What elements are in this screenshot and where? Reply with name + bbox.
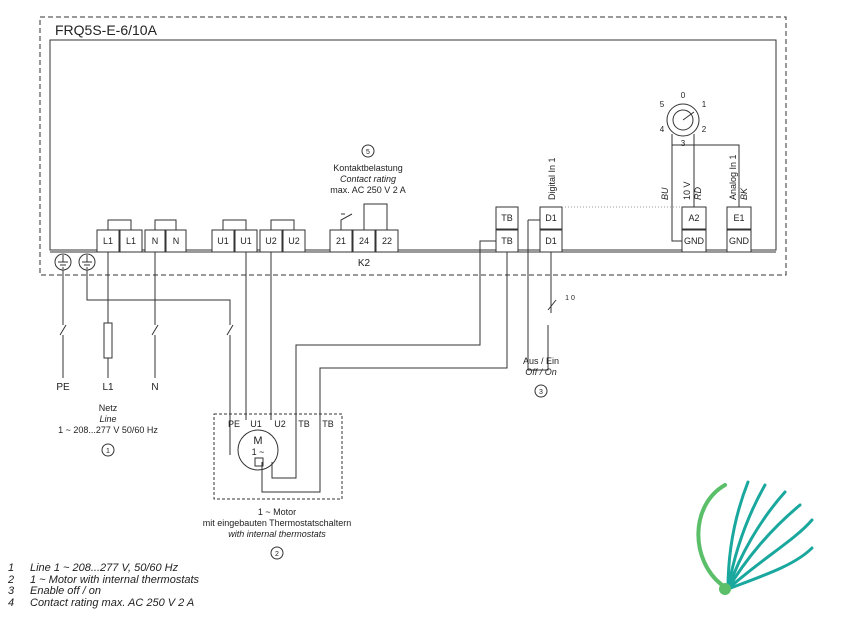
relay-contact — [340, 203, 388, 230]
supply-number: 1 — [106, 448, 110, 455]
jumper-u2 — [270, 219, 295, 230]
relay-number: 5 — [366, 149, 370, 156]
terminal-d1a — [539, 206, 563, 230]
motor-label-2: mit eingebauten Thermostatschaltern — [203, 518, 351, 528]
terminal-label-k21: 21 — [336, 236, 346, 246]
jumper-n — [154, 219, 177, 230]
terminal-label-tb2: TB — [501, 236, 513, 246]
label-digital-in: Digital In 1 — [547, 157, 557, 200]
fuse — [103, 322, 113, 359]
switch-number-circle — [534, 384, 548, 398]
terminal-label-k22: 22 — [382, 236, 392, 246]
motor-label-1: 1 ~ Motor — [258, 507, 296, 517]
label-10v: 10 V — [682, 181, 692, 200]
pot-pin-5: 5 — [660, 100, 665, 109]
potentiometer-dial — [666, 103, 700, 137]
terminal-label-na: N — [152, 236, 159, 246]
label-analog-in: Analog In 1 — [728, 154, 738, 200]
supply-netz: Netz — [99, 403, 118, 413]
wire-tb2-motor — [261, 252, 508, 493]
motor-pin-u1: U1 — [250, 419, 262, 429]
motor-label-3: with internal thermostats — [228, 529, 326, 539]
terminal-label-l1b: L1 — [126, 236, 136, 246]
switch-label-en: Off / On — [525, 367, 557, 377]
switch-number: 3 — [539, 389, 543, 396]
terminal-label-e1: E1 — [733, 213, 744, 223]
terminal-label-tb1: TB — [501, 213, 513, 223]
motor-pin-tb2: TB — [322, 419, 334, 429]
label-bk: BK — [739, 187, 749, 200]
terminal-label-gnd2: GND — [729, 236, 750, 246]
pot-wire-bk — [694, 144, 740, 207]
wire-tb1-motor — [271, 240, 496, 479]
jumper-l1 — [107, 219, 132, 230]
wire-pe-motor — [86, 270, 234, 455]
relay-number-circle — [361, 144, 375, 158]
motor-pin-pe: PE — [228, 419, 240, 429]
supply-line: Line — [99, 414, 116, 424]
pot-pin-1: 1 — [702, 100, 707, 109]
terminal-label-k24: 24 — [359, 236, 369, 246]
motor-m: M — [253, 435, 262, 447]
motor-pin-tb1: TB — [298, 419, 310, 429]
relay-label-rating: max. AC 250 V 2 A — [330, 185, 406, 195]
motor-enclosure — [213, 413, 343, 500]
motor-phase: 1 ~ — [252, 447, 265, 457]
terminal-tb1 — [495, 206, 519, 230]
switch-label-de: Aus / Ein — [523, 356, 559, 366]
terminal-label-a2: A2 — [688, 213, 699, 223]
terminal-label-u1a: U1 — [217, 236, 229, 246]
device-title: FRQ5S-E-6/10A — [55, 22, 158, 38]
pot-wire-bu — [671, 145, 682, 242]
supply-l1: L1 — [102, 382, 114, 393]
wire-pe — [59, 270, 67, 378]
terminal-label-d1b: D1 — [545, 236, 557, 246]
wire-d1-switch — [527, 219, 557, 371]
wire-n — [151, 252, 159, 378]
motor-thermostat — [254, 457, 264, 467]
terminal-label-u2b: U2 — [288, 236, 300, 246]
terminal-label-u1b: U1 — [240, 236, 252, 246]
pot-pin-0: 0 — [681, 91, 686, 100]
motor-pin-u2: U2 — [274, 419, 286, 429]
motor-number: 2 — [275, 551, 279, 558]
supply-n: N — [151, 382, 158, 393]
supply-number-circle — [101, 443, 115, 457]
relay-label-en: Contact rating — [340, 174, 396, 184]
inner-frame — [49, 39, 777, 251]
switch-contacts: 1 0 — [565, 295, 575, 302]
relay-name: K2 — [358, 258, 371, 269]
motor-symbol — [237, 429, 279, 471]
label-bu: BU — [660, 187, 670, 200]
terminal-label-l1a: L1 — [103, 236, 113, 246]
supply-pe: PE — [56, 382, 70, 393]
terminal-label-nb: N — [173, 236, 180, 246]
motor-number-circle — [270, 546, 284, 560]
label-rd: RD — [693, 187, 703, 200]
jumper-u1 — [222, 219, 247, 230]
pot-pin-2: 2 — [702, 125, 707, 134]
pot-pin-4: 4 — [660, 125, 665, 134]
supply-range: 1 ~ 208...277 V 50/60 Hz — [58, 425, 158, 435]
terminal-label-d1a: D1 — [545, 213, 557, 223]
enclosure-outline — [39, 16, 787, 276]
pot-pin-3: 3 — [681, 139, 686, 148]
relay-label-de: Kontaktbelastung — [333, 163, 403, 173]
brand-logo — [696, 480, 814, 595]
terminal-label-u2a: U2 — [265, 236, 277, 246]
terminal-label-gnd1: GND — [684, 236, 705, 246]
